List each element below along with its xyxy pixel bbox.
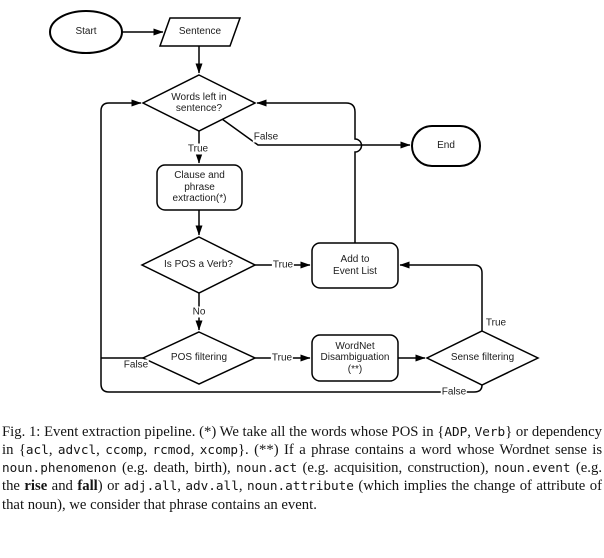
sense-filtering-decision-shape [425,330,540,386]
caption-segment: , [96,441,106,458]
clause-extraction-label: Clause and phrase extraction(*) [172,170,227,205]
caption-segment: advcl [57,441,97,457]
caption-segment: ) or [97,478,124,495]
caption-segment: , [190,441,200,458]
caption-segment: Fig. 1: Event extraction pipeline. (*) W… [2,423,445,440]
edge-words-left-false-to-end [221,118,411,149]
edge-label-pos-filtering-false: False [122,359,150,371]
caption-segment: , [143,441,153,458]
edge-label-words-left-false: False [252,131,280,143]
is-pos-verb-decision-label: Is POS a Verb? [164,259,233,271]
caption-segment: noun.event [494,460,571,476]
edge-add-event-loop-to-words-left [256,99,363,243]
caption-segment: rcmod [152,441,191,457]
end-node-shape [411,125,481,167]
caption-segment: noun.phenomenon [2,460,117,476]
is-pos-verb-decision-shape [140,236,257,294]
caption-segment: ccomp [105,441,144,457]
sense-filtering-decision-label: Sense filtering [450,352,515,364]
figure-caption: Fig. 1: Event extraction pipeline. (*) W… [2,423,602,514]
edge-sense-filtering-false-loop-to-words-left [100,99,483,393]
edge-label-pos-filtering-true: True [270,352,294,364]
caption-segment: adv.all [185,478,239,494]
end-node-label: End [437,140,455,152]
sentence-node-shape [158,17,242,47]
caption-segment: rise [24,478,48,495]
sentence-node-label: Sentence [178,26,222,38]
wordnet-disambiguation-label: WordNet Disambiguation (**) [320,340,390,375]
wordnet-disambiguation-shape [311,334,399,382]
caption-segment: , [467,423,475,440]
caption-segment: noun.attribute [246,478,354,494]
caption-segment: , [238,478,247,495]
words-left-decision-label: Words left in sentence? [171,91,227,115]
clause-extraction-shape [156,164,243,211]
edge-label-words-left-true: True [186,143,210,155]
caption-segment: fall [77,478,98,495]
add-event-list-shape [311,242,399,289]
caption-segment: ADP [444,423,468,439]
caption-segment: , [48,441,58,458]
pos-filtering-decision-shape [141,331,257,385]
caption-segment: } or dependency in { [2,423,602,458]
start-node-label: Start [75,26,97,38]
caption-segment: (which implies the change of attribute o… [2,478,602,513]
flowchart-canvas [49,10,540,393]
caption-segment: (e.g. the [2,460,602,495]
edge-label-is-pos-verb-no: No [191,306,207,318]
caption-segment: , [177,478,186,495]
caption-segment: acl [25,441,49,457]
caption-segment: Verb [474,423,506,439]
start-node-shape [49,10,123,54]
caption-segment: adj.all [123,478,178,494]
caption-segment: (e.g. acquisition, construction), [297,460,495,477]
caption-segment: xcomp [199,441,238,457]
pos-filtering-decision-label: POS filtering [170,352,228,364]
caption-segment: and [47,478,78,495]
edge-label-sense-filtering-false: False [440,386,468,398]
words-left-decision-shape [141,74,257,132]
edge-sense-filtering-true-to-add-event [399,261,483,331]
edge-label-is-pos-verb-true: True [271,259,295,271]
add-event-list-label: Add to Event List [333,254,377,277]
caption-segment: }. (**) If a phrase contains a word whos… [238,441,603,458]
edge-label-sense-filtering-true: True [484,317,508,329]
caption-segment: (e.g. death, birth), [116,460,237,477]
caption-segment: noun.act [236,460,298,476]
